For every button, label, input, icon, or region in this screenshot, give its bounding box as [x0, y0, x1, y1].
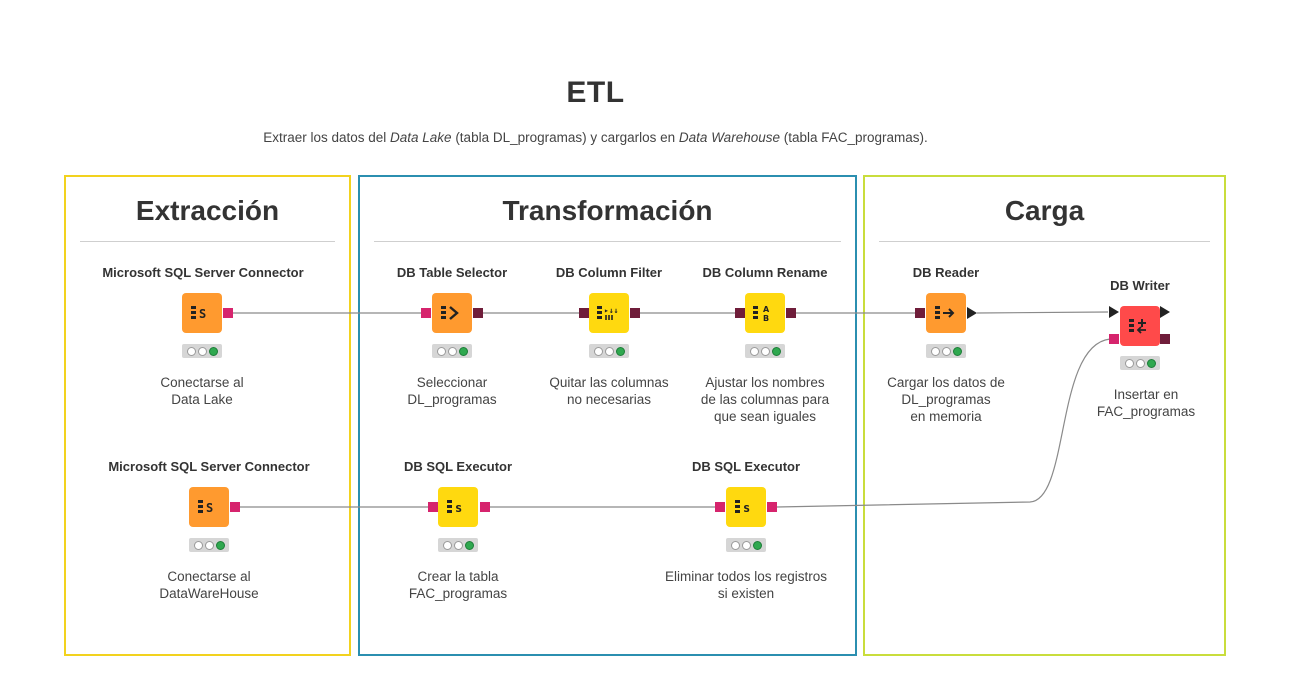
output-port-data[interactable] [1160, 306, 1170, 318]
svg-text:A: A [763, 305, 770, 314]
column-filter-icon[interactable]: ▸↓↓ [589, 293, 629, 333]
page-subtitle: Extraer los datos del Data Lake (tabla D… [263, 130, 928, 145]
node-title-sql-executor: DB SQL Executor [403, 459, 513, 474]
node-status-indicator [926, 344, 966, 358]
output-port-connection[interactable] [480, 502, 490, 512]
svg-text:▸↓↓: ▸↓↓ [604, 306, 618, 315]
wire-reader-to-writer [976, 311, 1109, 314]
svg-text:S: S [199, 307, 206, 321]
section-title: Transformación [502, 195, 713, 226]
node-title-db-writer: DB Writer [1110, 278, 1170, 293]
node-title-mssql-connector: Microsoft SQL Server Connector [102, 265, 304, 280]
input-port-db[interactable] [579, 308, 589, 318]
section-divider [374, 241, 841, 242]
input-port-db[interactable] [735, 308, 745, 318]
node-status-indicator [745, 344, 785, 358]
output-port-data[interactable] [967, 307, 977, 319]
page-title: ETL [566, 76, 625, 109]
sql-executor-icon[interactable]: s [438, 487, 478, 527]
svg-text:B: B [763, 314, 769, 323]
section-divider [879, 241, 1210, 242]
input-port-db[interactable] [915, 308, 925, 318]
output-port-connection[interactable] [230, 502, 240, 512]
output-port-db[interactable] [786, 308, 796, 318]
section-title: Carga [1004, 195, 1085, 226]
input-port-data[interactable] [1109, 306, 1119, 318]
input-port-connection[interactable] [1109, 334, 1119, 344]
svg-text:S: S [206, 501, 213, 515]
input-port-connection[interactable] [715, 502, 725, 512]
section-title: Extracción [135, 195, 280, 226]
section-carga: Carga [863, 175, 1226, 656]
output-port-db[interactable] [630, 308, 640, 318]
node-status-indicator [589, 344, 629, 358]
input-port-connection[interactable] [421, 308, 431, 318]
node-status-indicator [726, 538, 766, 552]
section-transformacion: Transformación [358, 175, 857, 656]
section-divider [80, 241, 335, 242]
node-title-db-reader: DB Reader [912, 265, 980, 280]
node-status-indicator [189, 538, 229, 552]
node-title-column-filter: DB Column Filter [555, 265, 663, 280]
input-port-connection[interactable] [428, 502, 438, 512]
wire-exec2-to-writer [776, 338, 1111, 508]
db-reader-icon[interactable] [926, 293, 966, 333]
output-port-connection[interactable] [1160, 334, 1170, 344]
node-title-column-rename: DB Column Rename [702, 265, 828, 280]
node-status-indicator [432, 344, 472, 358]
node-title-mssql-connector: Microsoft SQL Server Connector [108, 459, 310, 474]
database-connector-icon[interactable]: S [182, 293, 222, 333]
node-status-indicator [182, 344, 222, 358]
output-port-connection[interactable] [767, 502, 777, 512]
table-select-icon[interactable] [432, 293, 472, 333]
svg-text:s: s [455, 501, 462, 515]
db-writer-icon[interactable] [1120, 306, 1160, 346]
sql-executor-icon[interactable]: s [726, 487, 766, 527]
node-title-table-selector: DB Table Selector [396, 265, 508, 280]
section-extraccion: Extracción [64, 175, 351, 656]
node-status-indicator [1120, 356, 1160, 370]
database-connector-icon[interactable]: S [189, 487, 229, 527]
output-port-db[interactable] [473, 308, 483, 318]
output-port-connection[interactable] [223, 308, 233, 318]
node-title-sql-executor: DB SQL Executor [691, 459, 801, 474]
node-status-indicator [438, 538, 478, 552]
svg-text:s: s [743, 501, 750, 515]
